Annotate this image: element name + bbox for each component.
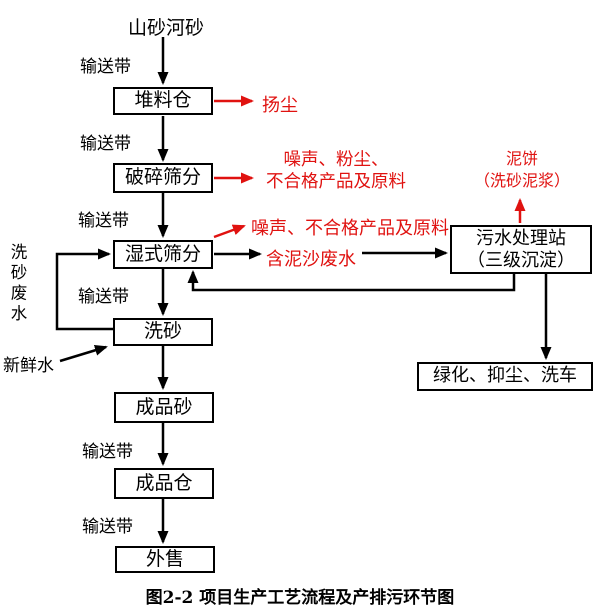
- crushing-pollutants-line2: 不合格产品及原料: [266, 172, 406, 192]
- conveyor-label-1: 输送带: [80, 57, 131, 77]
- process-box-finished-bin: 成品仓: [114, 468, 214, 499]
- process-box-crush-screening: 破碎筛分: [113, 163, 213, 193]
- conveyor-label-6: 输送带: [82, 517, 133, 537]
- wastewater-station-box: 污水处理站 （三级沉淀）: [450, 225, 592, 274]
- reuse-box: 绿化、抑尘、洗车: [417, 362, 593, 391]
- line-station-feedback-to-wet: [187, 270, 516, 292]
- mud-cake-line2: （洗砂泥浆）: [473, 171, 570, 190]
- process-box-wet-screening: 湿式筛分: [113, 240, 213, 269]
- crushing-pollutants-annotation: 噪声、粉尘、 不合格产品及原料: [256, 149, 416, 193]
- wet-screening-noise-annotation: 噪声、不合格产品及原料: [251, 218, 449, 239]
- process-box-sand-washing: 洗砂: [113, 318, 213, 346]
- figure-caption: 图2-2 项目生产工艺流程及产排污环节图: [145, 588, 455, 608]
- arrow-freshwater-to-washing: [59, 344, 108, 363]
- mud-cake-line1: 泥饼: [505, 149, 538, 168]
- conveyor-label-2: 输送带: [80, 134, 131, 154]
- wastewater-station-line1: 污水处理站: [476, 227, 566, 249]
- arrow-wet-to-noise: [213, 224, 246, 239]
- conveyor-label-5: 输送带: [82, 442, 133, 462]
- process-box-finished-sand: 成品砂: [114, 392, 214, 423]
- muddy-wastewater-annotation: 含泥沙废水: [266, 249, 356, 270]
- fresh-water-label: 新鲜水: [3, 356, 54, 376]
- line-washing-wastewater-loop: [55, 248, 113, 331]
- washing-wastewater-label: 洗砂废水: [8, 243, 27, 325]
- source-material-label: 山砂河砂: [128, 17, 205, 39]
- conveyor-label-4: 输送带: [78, 287, 129, 307]
- wastewater-station-line2: （三级沉淀）: [467, 249, 575, 271]
- mud-cake-annotation: 泥饼 （洗砂泥浆）: [468, 148, 576, 192]
- crushing-pollutants-line1: 噪声、粉尘、: [283, 150, 389, 170]
- dust-annotation: 扬尘: [262, 95, 298, 116]
- process-box-stockpile-bin: 堆料仓: [113, 87, 213, 115]
- process-box-external-sale: 外售: [115, 546, 215, 573]
- conveyor-label-3: 输送带: [78, 211, 129, 231]
